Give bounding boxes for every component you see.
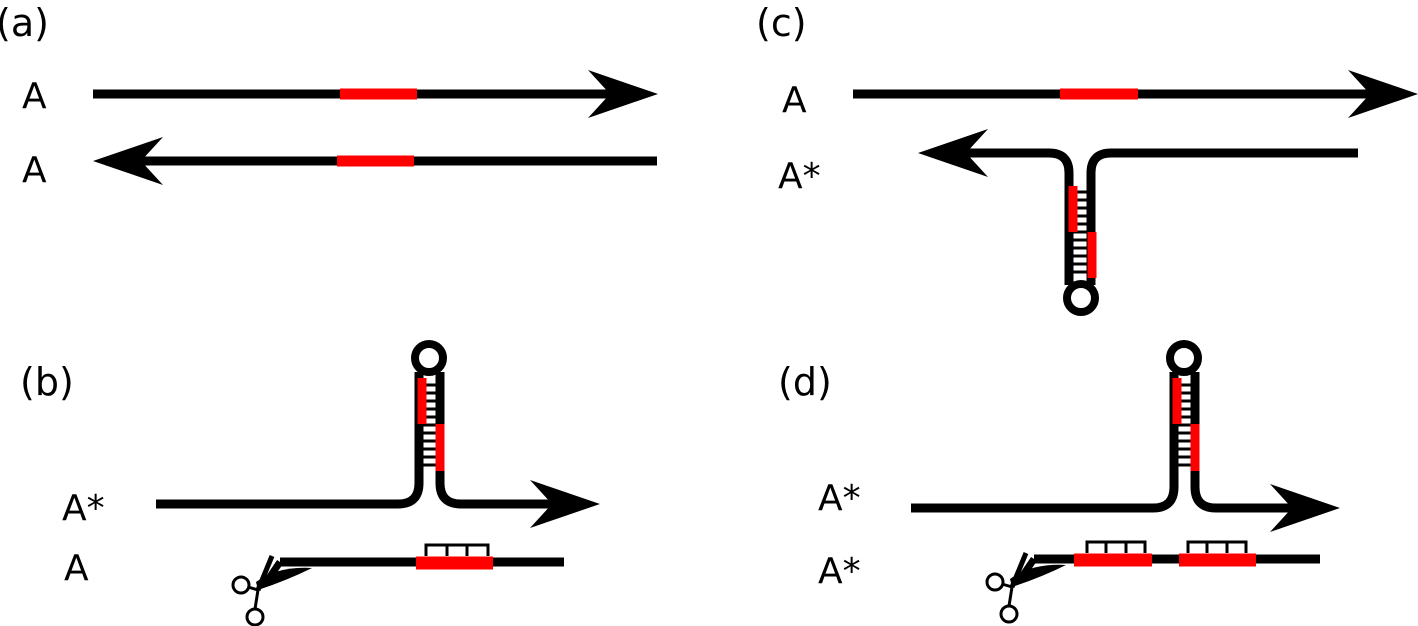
panel-b-hairpin-strand bbox=[156, 340, 600, 528]
panel-d: (d) A* A* bbox=[778, 340, 1340, 624]
panel-b-label: (b) bbox=[20, 360, 74, 404]
panel-c-strand-bottom-label: A* bbox=[778, 156, 821, 197]
arrowhead-icon bbox=[530, 480, 600, 528]
panel-b-bottom-strand bbox=[262, 543, 564, 586]
hairpin-loop-icon bbox=[411, 340, 447, 376]
arrowhead-icon bbox=[93, 137, 163, 185]
hairpin-loop-icon bbox=[1166, 340, 1202, 376]
panel-b: (b) A* A bbox=[20, 340, 600, 626]
arrowhead-icon bbox=[1270, 484, 1340, 532]
scissors-icon bbox=[985, 552, 1066, 624]
panel-c: (c) A A* bbox=[756, 1, 1418, 316]
panel-b-strand-bottom-label: A bbox=[64, 548, 89, 589]
arrowhead-icon bbox=[918, 129, 988, 177]
panel-c-label: (c) bbox=[756, 1, 807, 45]
arrowhead-icon bbox=[588, 70, 658, 118]
panel-b-strand-top-label: A* bbox=[62, 488, 105, 529]
panel-c-strand-top-label: A bbox=[782, 80, 807, 121]
panel-d-hairpin-strand bbox=[911, 340, 1340, 532]
panel-d-strand-top-label: A* bbox=[818, 478, 861, 519]
hairpin-loop-icon bbox=[1063, 280, 1099, 316]
panel-d-strand-bottom-label: A* bbox=[818, 551, 861, 592]
panel-d-label: (d) bbox=[778, 360, 832, 404]
panel-a: (a) A A bbox=[0, 1, 658, 191]
panel-a-strand-top-label: A bbox=[22, 76, 47, 117]
panel-d-bound-rungs-2 bbox=[1186, 540, 1248, 553]
arrowhead-icon bbox=[1348, 70, 1418, 118]
panel-c-hairpin-strand bbox=[918, 129, 1358, 316]
panel-a-strand-bottom-label: A bbox=[22, 150, 47, 191]
scissors-icon bbox=[231, 555, 312, 626]
panel-a-label: (a) bbox=[0, 1, 49, 45]
panel-d-bound-rungs-1 bbox=[1085, 540, 1147, 553]
panel-b-bound-rungs bbox=[424, 543, 490, 556]
panel-d-bottom-strand bbox=[1016, 540, 1320, 583]
